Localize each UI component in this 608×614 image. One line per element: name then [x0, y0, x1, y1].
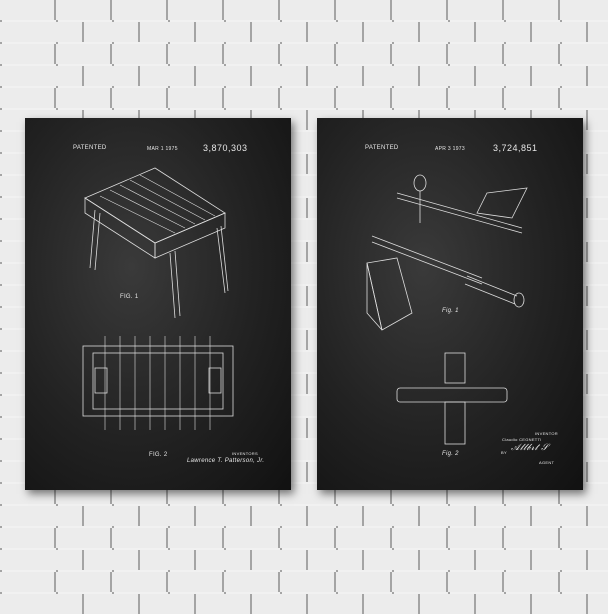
foosball-table-drawing: [82, 167, 234, 430]
brick-row: [0, 0, 608, 20]
fig-1-label: FIG. 1: [120, 294, 139, 300]
patented-label: PATENTED: [73, 145, 107, 151]
agent-label: AGENT: [539, 460, 555, 465]
fig-2-label: Fig. 2: [442, 451, 459, 457]
brick-row: [0, 572, 608, 592]
foosball-rod-patent-poster: PATENTED APR 3 1973 3,724,851 Fig. 1 Fig…: [317, 118, 583, 490]
fig-2-label: FIG. 2: [149, 452, 168, 458]
brick-row: [0, 44, 608, 64]
brick-row: [0, 22, 608, 42]
inventor-label: INVENTOR: [535, 431, 558, 436]
patent-date: APR 3 1973: [435, 146, 465, 152]
fig-1-label: Fig. 1: [442, 308, 459, 314]
inventor-name: Lawrence T. Patterson, Jr.: [187, 458, 265, 464]
inventor-name: Claudio CEGNETTI: [502, 437, 542, 442]
by-label: BY: [501, 450, 507, 455]
patent-date: MAR 1 1975: [147, 146, 178, 152]
patent-number: 3,724,851: [493, 143, 538, 153]
brick-row: [0, 594, 608, 614]
patented-label: PATENTED: [365, 145, 399, 151]
foosball-table-patent-poster: PATENTED MAR 1 1975 3,870,303 FIG. 1 FIG…: [25, 118, 291, 490]
patent-number: 3,870,303: [203, 143, 248, 153]
brick-row: [0, 88, 608, 108]
foosball-rod-drawing: [366, 174, 528, 445]
brick-row: [0, 528, 608, 548]
brick-row: [0, 66, 608, 86]
signature: 𝒜𝓁𝓁𝒷𝓇𝓉 𝒮: [511, 443, 549, 453]
inventors-label: INVENTORS: [232, 451, 258, 456]
brick-row: [0, 550, 608, 570]
brick-row: [0, 506, 608, 526]
